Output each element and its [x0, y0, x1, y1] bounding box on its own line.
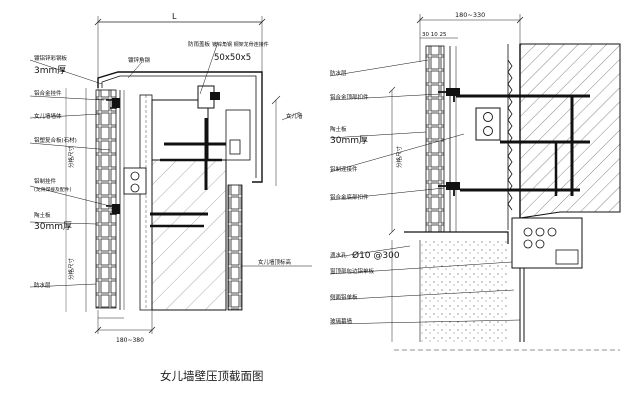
label-waterproof-bottom: 防水层 [34, 281, 51, 289]
label-steel-tube-desc: 镀锌角钢 钢架龙骨连接件 [212, 41, 269, 48]
label-stone-board: 铝塑复合板(石材) [34, 136, 77, 144]
label-plate-3mm: 3mm厚 [34, 65, 66, 76]
label-parapet-wall: 女儿墙墙体 [34, 112, 62, 120]
label-steel-tube-size: 50x50x5 [214, 53, 251, 63]
label-r-top-hook: 铝合金顶部扣件 [330, 93, 369, 101]
label-aluminum-hook: 铝合金挂件 [34, 89, 62, 97]
label-r-ceramic: 陶土板 [330, 125, 347, 133]
label-r-drain: 滴水孔 [330, 251, 347, 259]
drawing-caption: 女儿墙壁压顶截面图 [160, 369, 264, 383]
label-angle: 镀锌角钢 [128, 56, 151, 64]
left-section: L [29, 12, 312, 344]
label-r-bottom-hook: 铝合金底部扣件 [330, 193, 369, 201]
left-dim-top: L [172, 12, 177, 21]
label-keel-hook: 铝制挂件 [34, 177, 57, 185]
right-dim-vertical: 分格尺寸 [395, 145, 403, 168]
right-dim-small: 30 10 25 [422, 32, 447, 38]
right-section: 180~330 30 10 25 [329, 11, 621, 351]
label-r-glass-wall: 玻璃幕墙 [330, 317, 353, 325]
label-plate-desc: 镀铝锌彩钢板 [34, 54, 68, 62]
label-ceramic: 陶土板 [34, 211, 51, 219]
right-dim-top: 180~330 [455, 11, 485, 19]
label-r-waterproof: 防水层 [330, 69, 347, 77]
label-parapet-top-elev: 女儿墙顶标高 [258, 258, 292, 266]
label-keel-desc: (龙骨焊接及配件) [34, 186, 71, 193]
left-dim-vertical-2: 分格尺寸 [67, 257, 75, 280]
left-dim-bottom: 180~380 [116, 337, 144, 344]
left-dim-vertical-1: 分格尺寸 [67, 145, 75, 168]
label-r-steel-support: 铝制连接件 [330, 165, 358, 173]
label-r-rebar: Ø10 @300 [352, 250, 400, 261]
label-ceramic-30: 30mm厚 [34, 221, 72, 232]
label-parapet-right: 女儿墙 [286, 112, 303, 120]
label-r-ceramic-30: 30mm厚 [330, 135, 368, 146]
label-r-side-panel: 侧面铝单板 [330, 293, 358, 301]
label-rain-cover: 防雨盖板 [188, 40, 211, 48]
label-r-window-bracket: 窗顶部包边铝单板 [330, 267, 375, 275]
